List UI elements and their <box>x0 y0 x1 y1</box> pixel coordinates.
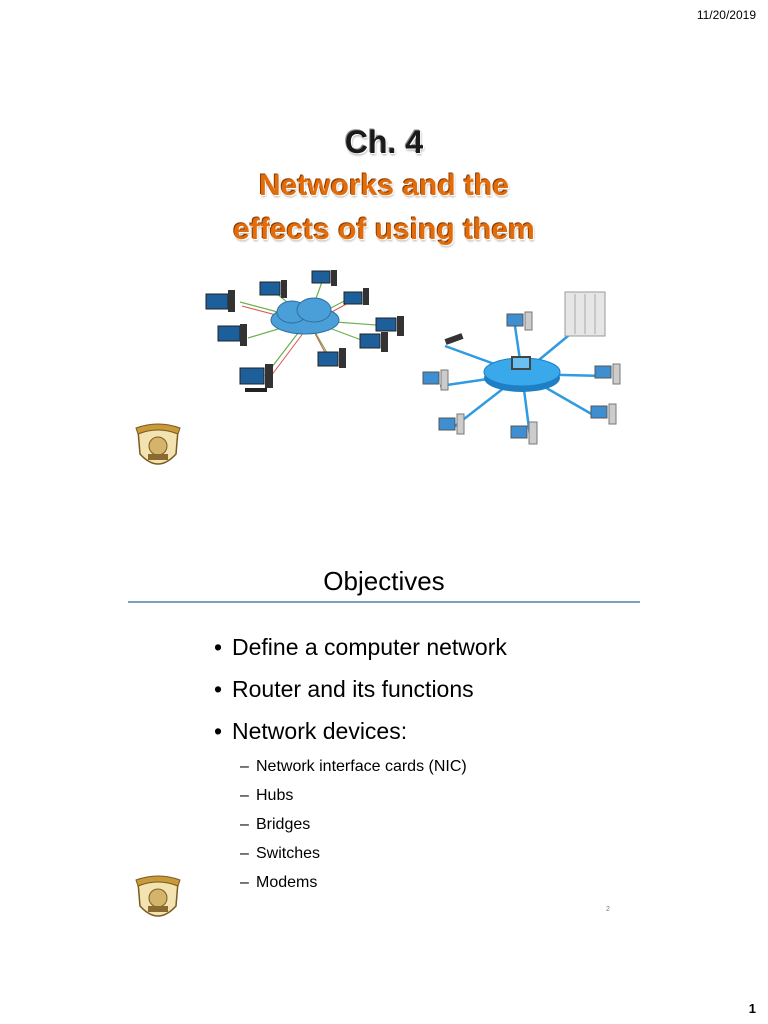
list-item: –Bridges <box>240 816 311 833</box>
school-crest-icon <box>135 423 181 465</box>
list-item: –Modems <box>240 874 318 891</box>
cloud-network-icon <box>205 270 404 392</box>
objectives-title: Objectives <box>323 566 445 596</box>
list-item: –Switches <box>240 845 321 862</box>
hub-network-icon <box>422 291 621 445</box>
list-item: •Define a computer network <box>214 634 507 660</box>
list-item: –Hubs <box>240 787 294 804</box>
list-item: •Router and its functions <box>214 676 474 702</box>
title-divider <box>128 601 640 603</box>
subtitle-line-1: Networks and the <box>258 169 510 202</box>
network-devices-list: –Network interface cards (NIC) –Hubs –Br… <box>214 752 507 897</box>
header-date: 11/20/2019 <box>696 8 756 22</box>
objectives-list: •Define a computer network •Router and i… <box>214 626 507 897</box>
list-item: •Network devices: –Network interface car… <box>214 710 507 897</box>
school-crest-icon <box>135 875 181 917</box>
page-number: 1 <box>748 1001 756 1016</box>
slide-number: 2 <box>606 906 610 913</box>
subtitle-line-2: effects of using them <box>233 213 535 246</box>
slide1-title: Ch. 4 Networks and the effects of using … <box>0 120 768 252</box>
list-item: –Network interface cards (NIC) <box>240 758 467 775</box>
chapter-heading: Ch. 4 <box>344 124 424 160</box>
